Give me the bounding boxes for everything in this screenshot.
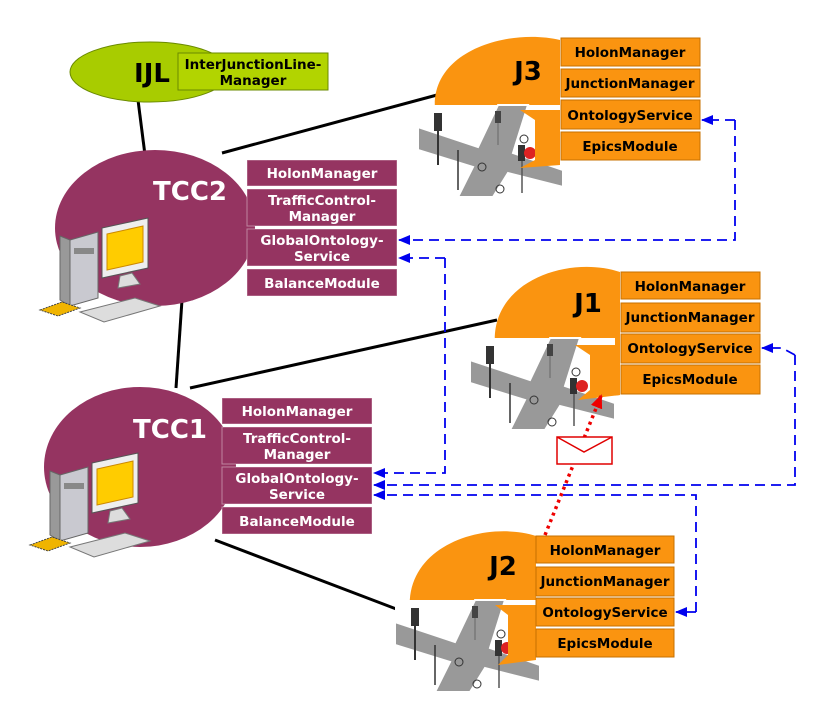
j3-label: J3 bbox=[512, 57, 542, 87]
tcc2-global-ontology-1: GlobalOntology- bbox=[260, 233, 383, 249]
j2-ontology-service: OntologyService bbox=[542, 605, 667, 621]
tcc1-traffic-control-1: TrafficControl- bbox=[243, 431, 351, 447]
tcc1-node: TCC1 HolonManager TrafficControl- Manage… bbox=[29, 387, 373, 558]
j3-epics-module: EpicsModule bbox=[582, 139, 677, 155]
j1-label: J1 bbox=[572, 289, 602, 319]
ijl-node: IJL InterJunctionLine- Manager bbox=[69, 41, 329, 103]
tcc2-label: TCC2 bbox=[153, 177, 227, 207]
j3-holon-manager: HolonManager bbox=[575, 45, 686, 61]
j1-epics-module: EpicsModule bbox=[642, 372, 737, 388]
envelope-icon bbox=[556, 436, 613, 465]
j2-node: J2 HolonManager JunctionManager Ontology… bbox=[394, 531, 675, 693]
tcc2-node: TCC2 HolonManager TrafficControl- Manage… bbox=[39, 150, 398, 323]
ijl-module-line2: Manager bbox=[220, 73, 287, 89]
j3-junction-manager: JunctionManager bbox=[565, 76, 695, 92]
j1-junction-manager: JunctionManager bbox=[625, 310, 755, 326]
ijl-label: IJL bbox=[134, 59, 170, 89]
tcc2-balance-module: BalanceModule bbox=[264, 276, 380, 292]
ijl-module-line1: InterJunctionLine- bbox=[185, 57, 322, 73]
tcc1-global-ontology-2: Service bbox=[269, 487, 325, 503]
j1-node: J1 HolonManager JunctionManager Ontology… bbox=[469, 266, 761, 431]
j2-label: J2 bbox=[487, 552, 517, 582]
j2-holon-manager: HolonManager bbox=[550, 543, 661, 559]
j3-node: J3 HolonManager JunctionManager Ontology… bbox=[417, 36, 701, 198]
j2-epics-module: EpicsModule bbox=[557, 636, 652, 652]
j1-holon-manager: HolonManager bbox=[635, 279, 746, 295]
j3-ontology-service: OntologyService bbox=[567, 108, 692, 124]
tcc1-balance-module: BalanceModule bbox=[239, 514, 355, 530]
tcc1-global-ontology-1: GlobalOntology- bbox=[235, 471, 358, 487]
ontology-sync-links bbox=[373, 115, 796, 617]
tcc2-global-ontology-2: Service bbox=[294, 249, 350, 265]
tcc1-label: TCC1 bbox=[133, 415, 207, 445]
tcc2-holon-manager: HolonManager bbox=[267, 166, 378, 182]
j2-junction-manager: JunctionManager bbox=[540, 574, 670, 590]
tcc2-traffic-control-2: Manager bbox=[289, 209, 356, 225]
j1-ontology-service: OntologyService bbox=[627, 341, 752, 357]
tcc2-traffic-control-1: TrafficControl- bbox=[268, 193, 376, 209]
tcc1-traffic-control-2: Manager bbox=[264, 447, 331, 463]
tcc1-holon-manager: HolonManager bbox=[242, 404, 353, 420]
